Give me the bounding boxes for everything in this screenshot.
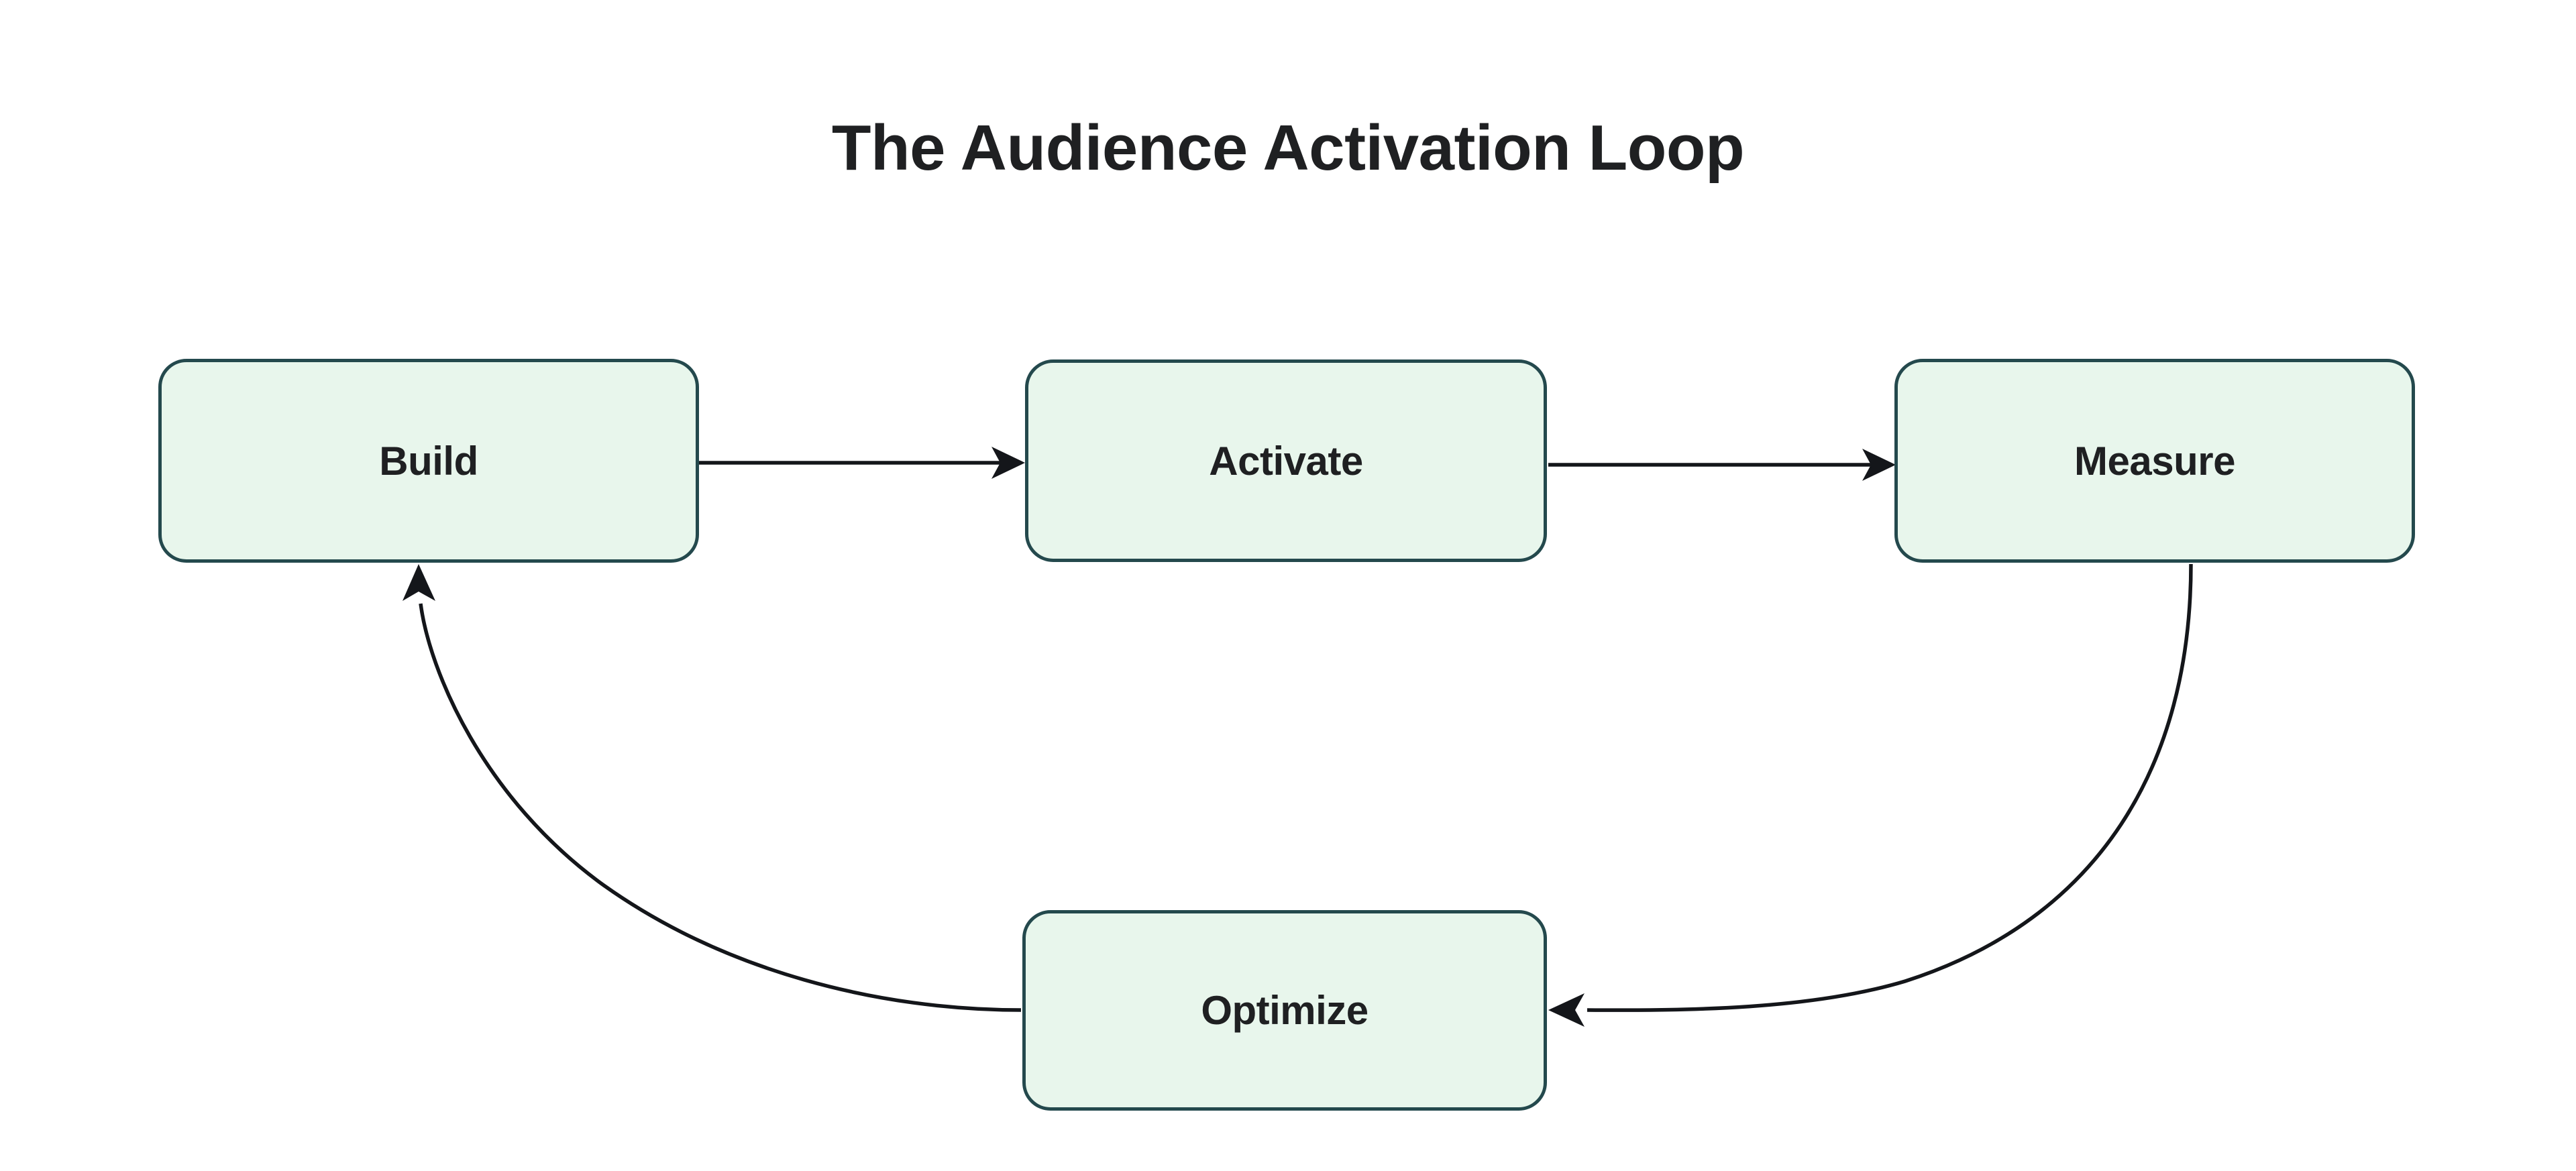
node-build-label: Build — [379, 438, 478, 484]
arrowhead-icon — [1862, 449, 1896, 481]
arrowhead-icon — [402, 564, 435, 601]
edge-activate-to-measure — [1548, 449, 1896, 481]
edge-curve — [1587, 563, 2193, 1012]
node-optimize-label: Optimize — [1201, 988, 1368, 1033]
edge-curve — [419, 603, 1022, 1012]
arrowhead-icon — [991, 447, 1025, 479]
edge-measure-to-optimize — [1548, 563, 2193, 1027]
node-measure-label: Measure — [2074, 438, 2235, 484]
arrowhead-icon — [1548, 993, 1585, 1027]
node-activate[interactable]: Activate — [1025, 359, 1547, 562]
edge-optimize-to-build — [402, 564, 1022, 1012]
edge-build-to-activate — [699, 447, 1025, 479]
node-build[interactable]: Build — [158, 359, 699, 563]
node-measure[interactable]: Measure — [1894, 359, 2415, 563]
page-title: The Audience Activation Loop — [831, 112, 1745, 184]
node-activate-label: Activate — [1209, 438, 1363, 484]
node-optimize[interactable]: Optimize — [1022, 910, 1547, 1111]
